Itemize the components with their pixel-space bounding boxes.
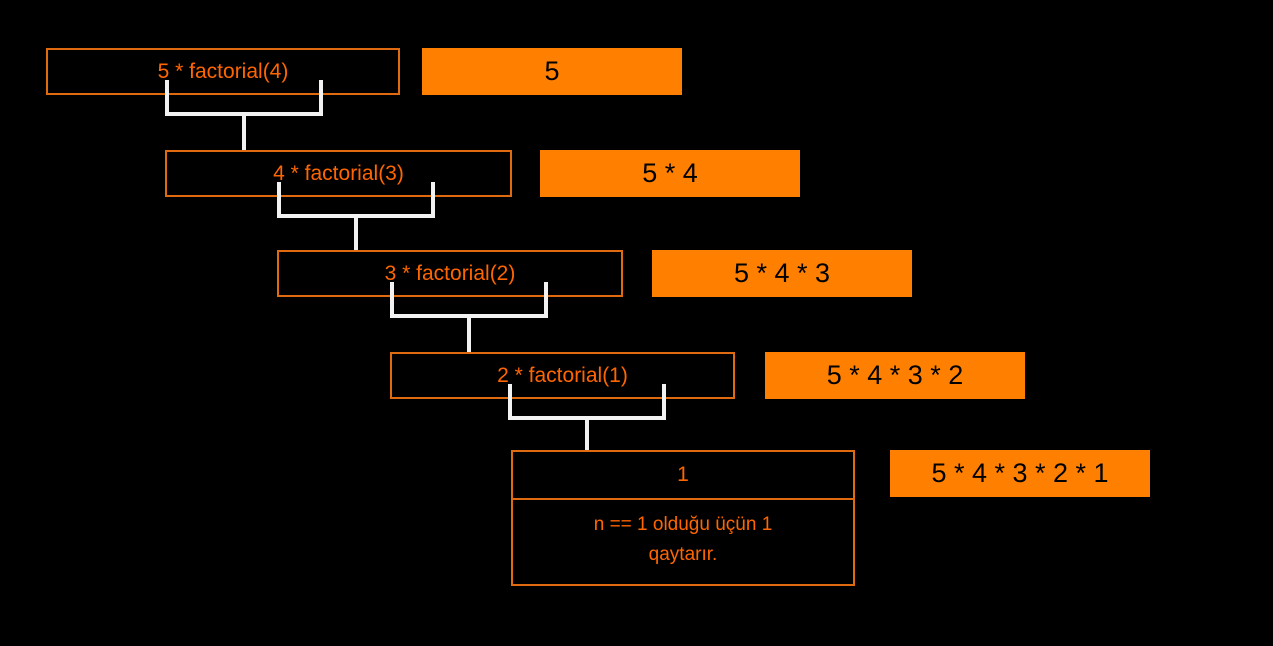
result-box-1: 5 [422, 48, 682, 95]
base-case-note-line-2: qaytarır. [648, 544, 718, 565]
connector-left-stub [165, 80, 169, 116]
connector-drop-line [242, 112, 246, 152]
result-box-5-label: 5 * 4 * 3 * 2 * 1 [931, 458, 1109, 488]
call-box-3: 3 * factorial(2) [277, 250, 623, 297]
base-case-value-label: 1 [677, 463, 689, 486]
connector-left-stub [390, 282, 394, 318]
connector-3-to-4 [390, 282, 548, 356]
base-case-value: 1 [513, 452, 853, 500]
base-case-note: n == 1 olduğu üçün 1 qaytarır. [513, 500, 853, 584]
result-box-3: 5 * 4 * 3 [652, 250, 912, 297]
call-box-2: 4 * factorial(3) [165, 150, 512, 197]
connector-1-to-2 [165, 80, 323, 152]
connector-right-stub [319, 80, 323, 116]
call-box-1-label: 5 * factorial(4) [157, 60, 289, 83]
result-box-4-label: 5 * 4 * 3 * 2 [826, 360, 964, 390]
result-box-5: 5 * 4 * 3 * 2 * 1 [890, 450, 1150, 497]
connector-right-stub [431, 182, 435, 218]
call-box-4: 2 * factorial(1) [390, 352, 735, 399]
connector-drop-line [354, 214, 358, 254]
connector-drop-line [467, 314, 471, 356]
base-case-note-line-1: n == 1 olduğu üçün 1 [593, 514, 773, 535]
result-box-1-label: 5 [544, 56, 560, 86]
call-box-3-label: 3 * factorial(2) [384, 262, 516, 285]
connector-2-to-3 [277, 182, 435, 254]
call-box-4-label: 2 * factorial(1) [497, 364, 628, 387]
connector-drop-line [585, 416, 589, 454]
call-box-1: 5 * factorial(4) [46, 48, 400, 95]
connector-left-stub [277, 182, 281, 218]
result-box-2-label: 5 * 4 [642, 158, 698, 188]
connector-right-stub [662, 384, 666, 420]
result-box-2: 5 * 4 [540, 150, 800, 197]
connector-left-stub [508, 384, 512, 420]
call-box-2-label: 4 * factorial(3) [273, 162, 404, 185]
base-case-box: 1 n == 1 olduğu üçün 1 qaytarır. [511, 450, 855, 586]
result-box-3-label: 5 * 4 * 3 [733, 258, 831, 288]
connector-right-stub [544, 282, 548, 318]
connector-4-to-base [508, 384, 666, 454]
result-box-4: 5 * 4 * 3 * 2 [765, 352, 1025, 399]
